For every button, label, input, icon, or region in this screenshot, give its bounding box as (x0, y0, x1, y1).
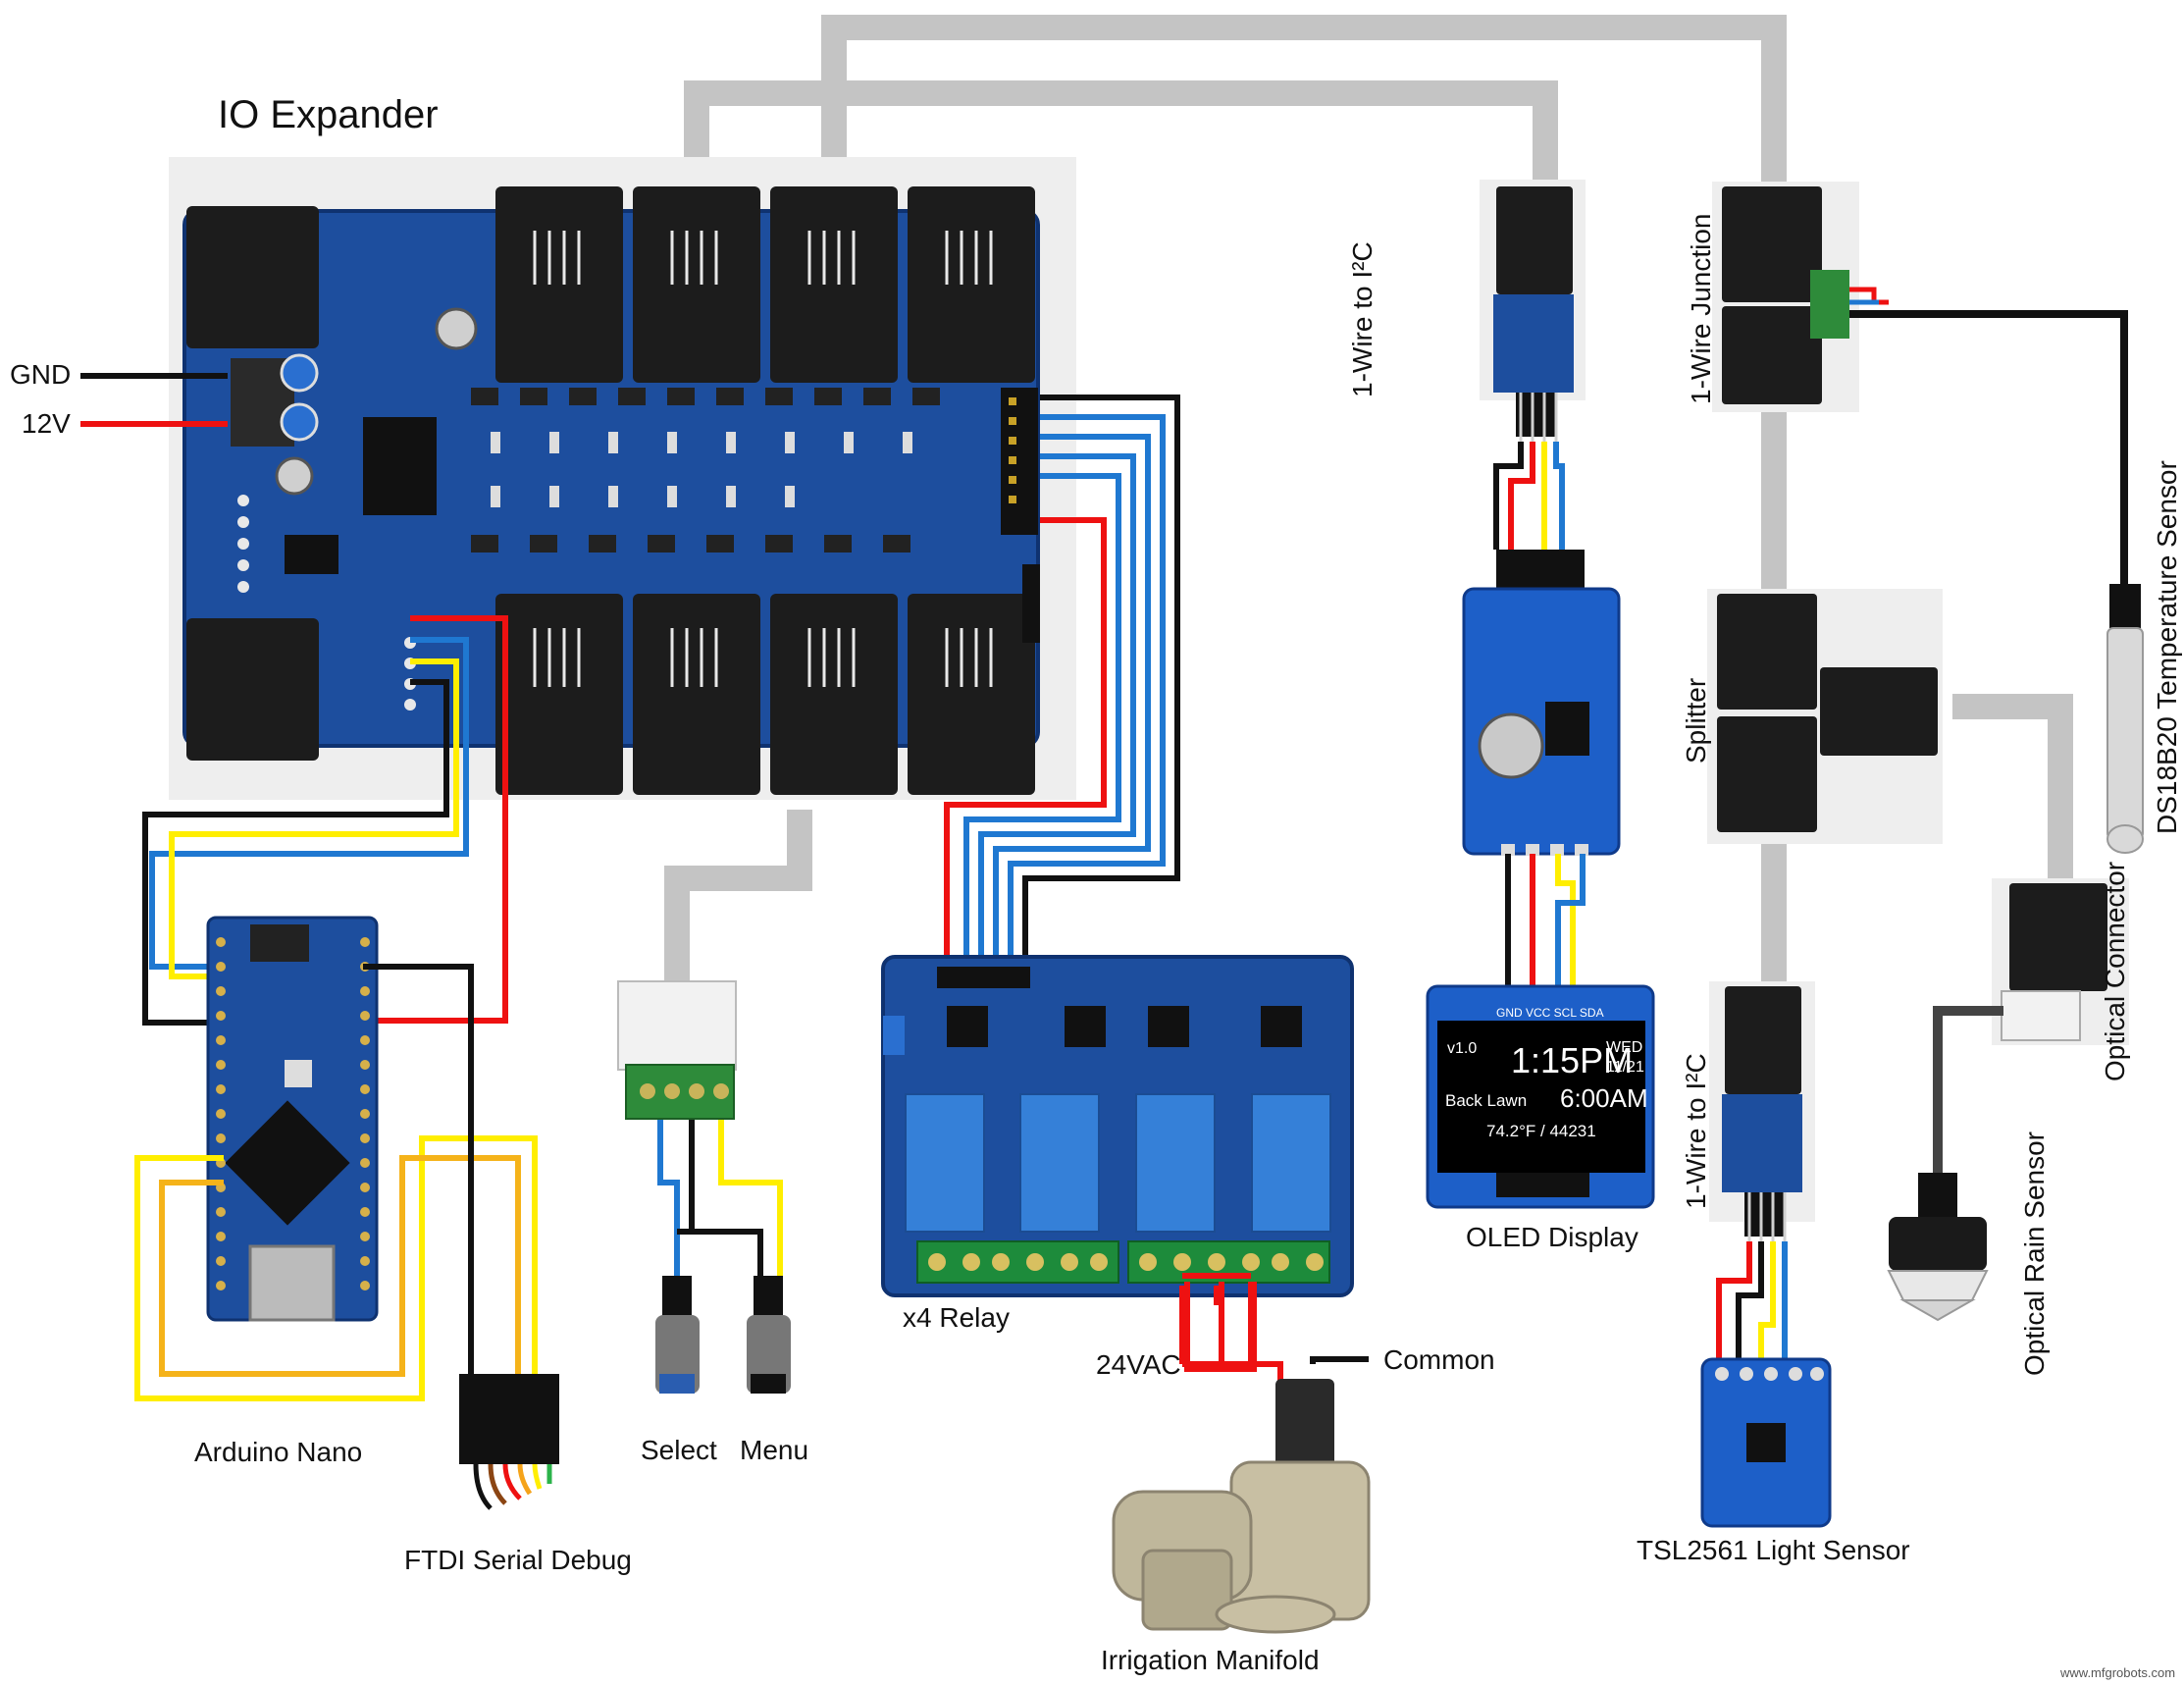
expander-top-jacks (186, 186, 1035, 383)
relay-board (881, 955, 1354, 1297)
arduino-nano (206, 916, 379, 1322)
io-expander-board (169, 157, 1076, 800)
rtc-module (1462, 550, 1621, 856)
tsl-label: TSL2561 Light Sensor (1637, 1535, 1910, 1565)
oled-reading: 74.2°F / 44231 (1486, 1122, 1596, 1140)
onewire-junction (1712, 182, 1859, 412)
ftdi-connector (459, 1374, 559, 1510)
cable-expander-to-junction (821, 15, 1787, 201)
i2c-bottom-to-tsl-wires (1716, 1241, 1788, 1369)
button-wires (657, 1109, 783, 1286)
oled-next-time: 6:00AM (1560, 1083, 1648, 1113)
vac24-label: 24VAC (1096, 1349, 1181, 1380)
optical-rain-cable (1933, 1006, 2003, 1178)
expander-to-relay-wires (944, 395, 1180, 967)
cable-expander-to-buttons-jack (664, 810, 812, 986)
splitter-label: Splitter (1681, 677, 1711, 764)
common-label: Common (1383, 1344, 1495, 1375)
rtc-to-oled-wires (1505, 854, 1586, 986)
i2c-adapter-top (1480, 180, 1586, 442)
power-wires (80, 373, 228, 427)
splitter (1707, 589, 1943, 844)
expander-bottom-jacks (186, 594, 1035, 795)
tsl2561-sensor (1700, 1357, 1832, 1528)
ds18b20-sensor (2106, 584, 2144, 854)
buttons-rj-adapter (617, 980, 737, 1120)
optical-connector (1992, 878, 2129, 1045)
optical-rain-label: Optical Rain Sensor (2019, 1131, 2050, 1376)
gnd-label: GND (10, 359, 72, 390)
select-button (655, 1276, 700, 1394)
oled-label: OLED Display (1466, 1222, 1638, 1252)
arduino-nano-label: Arduino Nano (194, 1437, 363, 1467)
ds18b20-label: DS18B20 Temperature Sensor (2152, 460, 2182, 834)
io-expander-label: IO Expander (218, 93, 439, 136)
oled-day: WED (1606, 1039, 1642, 1056)
menu-button (747, 1276, 791, 1394)
network-cables (664, 15, 2073, 991)
irrigation-manifold (1112, 1282, 1371, 1634)
i2c-top-label: 1-Wire to I²C (1347, 241, 1378, 397)
i2c-bottom-label: 1-Wire to I²C (1681, 1053, 1711, 1209)
i2c-top-to-rtc-wires (1493, 442, 1565, 550)
cable-splitter-to-optical-connector (1952, 694, 2073, 888)
optical-connector-label: Optical Connector (2100, 861, 2130, 1081)
ftdi-label: FTDI Serial Debug (404, 1545, 632, 1575)
nano-to-ftdi-wires (134, 964, 538, 1401)
menu-label: Menu (740, 1435, 809, 1465)
cable-expander-to-i2c-adapter (684, 80, 1558, 201)
oled-version: v1.0 (1447, 1040, 1477, 1057)
oled-zone: Back Lawn (1445, 1091, 1527, 1110)
oled-pin-labels: GND VCC SCL SDA (1496, 1006, 1604, 1020)
manifold-label: Irrigation Manifold (1101, 1645, 1320, 1675)
ds18b20-cable (1849, 287, 2128, 594)
select-label: Select (641, 1435, 717, 1465)
i2c-adapter-bottom (1709, 981, 1815, 1241)
relay-label: x4 Relay (903, 1302, 1010, 1333)
junction-label: 1-Wire Junction (1686, 213, 1716, 404)
optical-rain-sensor (1887, 1173, 1989, 1322)
expander-to-nano-wires (142, 615, 508, 1026)
v12-label: 12V (22, 408, 71, 439)
oled-display: GND VCC SCL SDA v1.0 1:15PM WED 11/21 Ba… (1426, 984, 1655, 1209)
watermark: www.mfgrobots.com (2060, 1665, 2176, 1680)
oled-date: 11/21 (1606, 1059, 1644, 1076)
oled-time: 1:15PM (1511, 1040, 1633, 1080)
